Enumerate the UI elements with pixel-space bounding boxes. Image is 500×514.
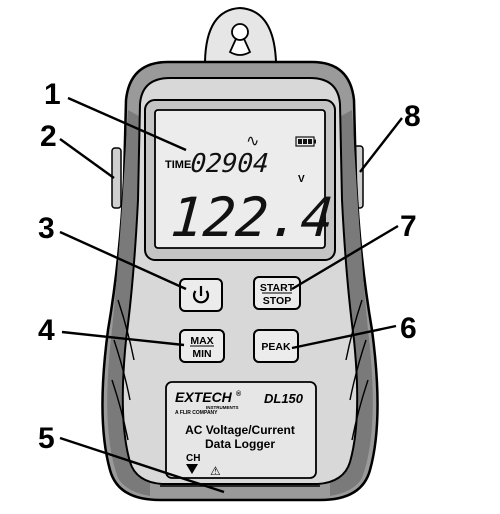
lcd-time-label: TIME — [165, 159, 191, 171]
hanging-tab — [203, 6, 278, 63]
callout-6: 6 — [400, 312, 417, 345]
callout-lines — [59, 96, 403, 494]
model-name: DL150 — [264, 391, 304, 406]
max-min-button[interactable]: MAX MIN — [179, 329, 225, 363]
callout-2: 2 — [40, 120, 57, 153]
grip-ribs — [111, 299, 369, 441]
power-button[interactable] — [179, 278, 223, 312]
callout-1: 1 — [44, 78, 61, 111]
brand-registered: ® — [236, 390, 242, 398]
brand-sub: INSTRUMENTS — [206, 405, 239, 410]
start-stop-button[interactable]: START STOP — [253, 276, 301, 310]
lcd-unit: V — [298, 174, 305, 185]
peak-label: PEAK — [261, 341, 291, 353]
start-label: START — [260, 282, 295, 294]
ch-arrow-icon — [186, 464, 198, 474]
product-line2: Data Logger — [205, 437, 275, 451]
lcd-time-value: 02904 — [189, 149, 269, 179]
ch-label: CH — [186, 453, 200, 464]
lcd-main-value: 122.4 — [169, 186, 336, 249]
power-icon — [192, 286, 210, 304]
label-plate: EXTECH ® INSTRUMENTS A FLIR COMPANY DL15… — [165, 381, 317, 479]
brand-name: EXTECH — [175, 389, 233, 405]
min-label: MIN — [192, 348, 211, 360]
battery-icon — [295, 136, 316, 147]
callout-3: 3 — [38, 212, 55, 245]
lcd-ac-symbol: ∿ — [246, 131, 259, 150]
callout-4: 4 — [38, 314, 55, 347]
peak-button[interactable]: PEAK — [253, 329, 299, 363]
lcd-screen — [154, 109, 326, 249]
warning-icon: ⚠ — [210, 464, 221, 478]
callout-5: 5 — [38, 422, 55, 455]
stop-label: STOP — [263, 295, 291, 307]
brand-company: A FLIR COMPANY — [175, 410, 218, 416]
callout-8: 8 — [404, 100, 421, 133]
callout-7: 7 — [400, 210, 417, 243]
product-line1: AC Voltage/Current — [185, 423, 295, 437]
max-label: MAX — [190, 335, 213, 347]
